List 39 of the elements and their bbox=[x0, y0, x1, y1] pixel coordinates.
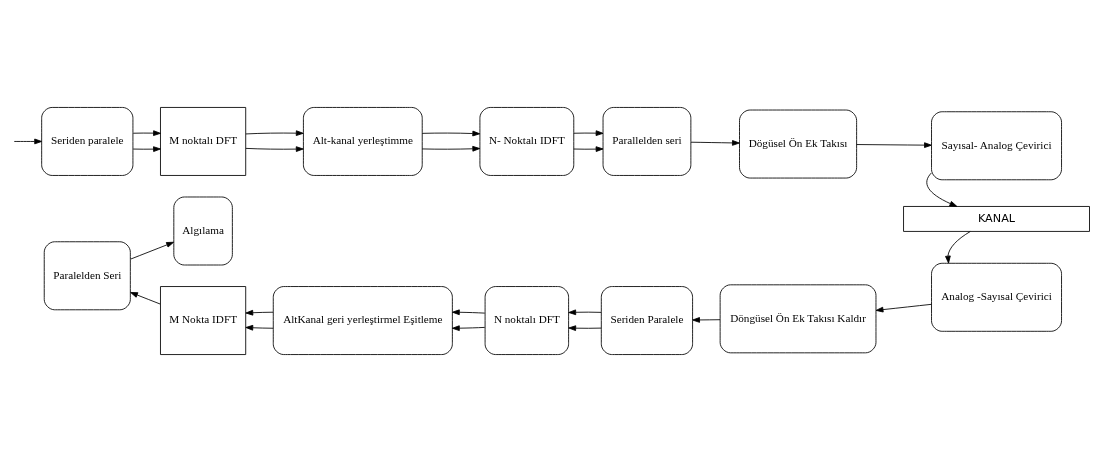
arrow bbox=[690, 139, 740, 146]
node-box: Döngüsel Ön Ek Takısı Kaldır bbox=[719, 283, 877, 353]
node-box: N noktalı DFT bbox=[484, 285, 570, 355]
node-box: Seriden Paralele bbox=[600, 285, 693, 355]
node-box: M Nokta IDFT bbox=[160, 285, 247, 355]
arrow bbox=[245, 145, 304, 152]
arrow bbox=[245, 129, 304, 136]
arrow bbox=[130, 241, 174, 260]
arrow bbox=[132, 129, 161, 136]
node-box: Algılama bbox=[173, 196, 233, 265]
arrow bbox=[945, 230, 971, 263]
node-box: Dögüsel Ön Ek Takısı bbox=[739, 109, 858, 178]
node-box: M noktalı DFT bbox=[160, 106, 247, 176]
node-box: Parallelden seri bbox=[602, 106, 692, 176]
arrow bbox=[856, 141, 932, 148]
arrow bbox=[568, 324, 602, 331]
arrow bbox=[132, 145, 161, 152]
arrow bbox=[245, 309, 274, 316]
arrow bbox=[245, 324, 274, 331]
arrow bbox=[452, 324, 486, 331]
arrow bbox=[573, 129, 604, 136]
arrow bbox=[13, 138, 43, 144]
arrow bbox=[573, 145, 604, 152]
node-box: Sayısal- Analog Çevirici bbox=[931, 110, 1062, 180]
arrow bbox=[421, 145, 481, 152]
arrow bbox=[926, 172, 958, 207]
node-box: Seriden paralele bbox=[41, 106, 134, 176]
arrow bbox=[875, 303, 932, 312]
node-box: Paralelden Seri bbox=[43, 240, 131, 310]
arrow bbox=[130, 291, 161, 304]
node-box: Analog -Sayısal Çevirici bbox=[931, 262, 1062, 332]
arrow bbox=[452, 308, 486, 315]
node-box: N- Noktalı IDFT bbox=[479, 106, 575, 176]
node-box: KANAL bbox=[903, 205, 1090, 232]
arrow bbox=[568, 308, 602, 315]
arrow bbox=[692, 316, 721, 323]
node-box: AltKanal geri yerleştirmel Eşitleme bbox=[272, 285, 453, 355]
arrow bbox=[421, 130, 481, 136]
node-box: Alt-kanal yerleştimme bbox=[303, 106, 423, 176]
